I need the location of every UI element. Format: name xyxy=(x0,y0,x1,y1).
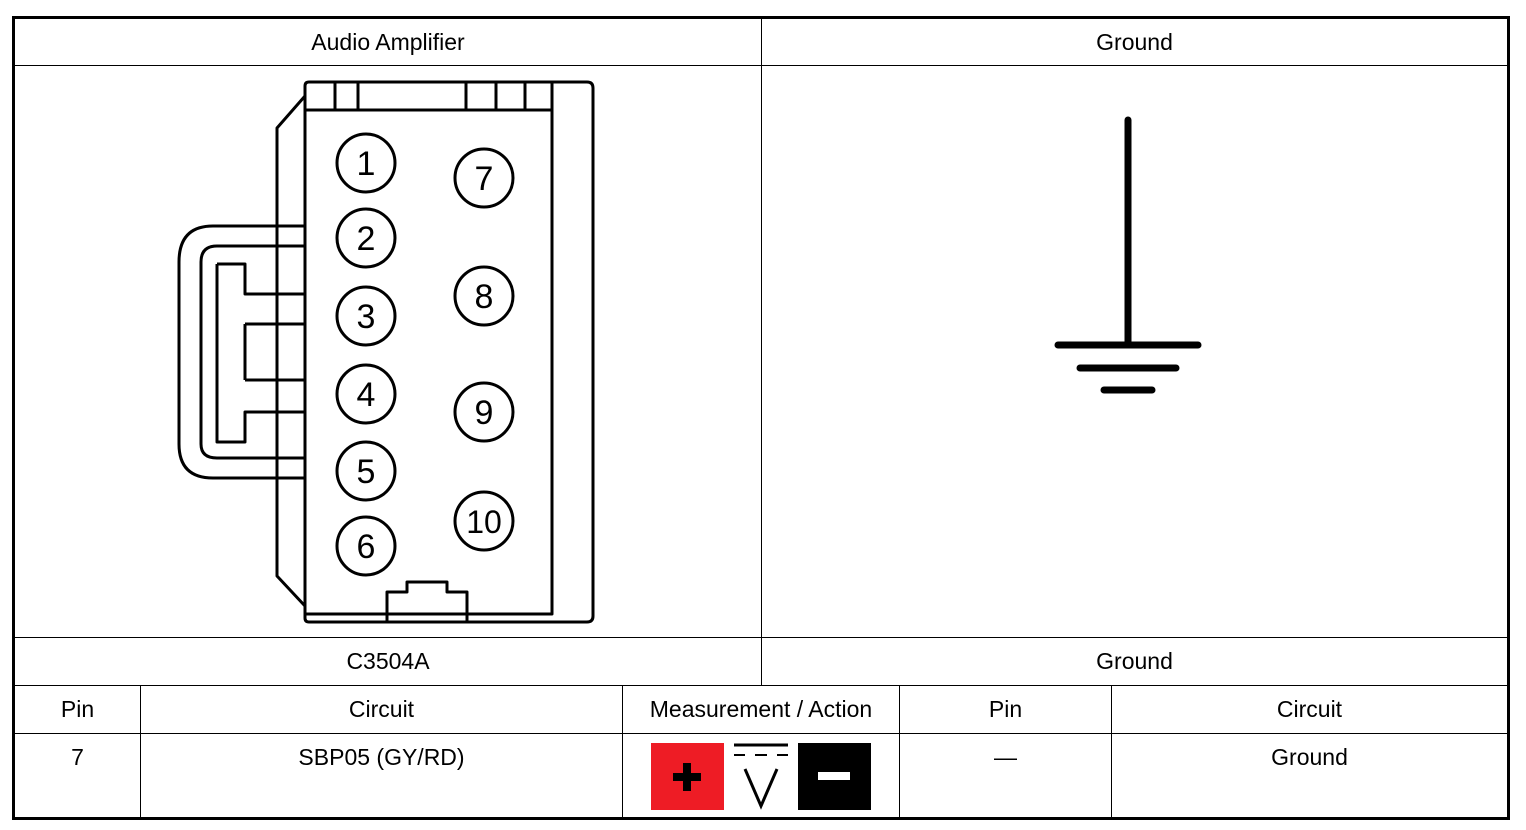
left-panel-title: Audio Amplifier xyxy=(311,28,465,55)
pin-label: 5 xyxy=(357,453,376,491)
header-measurement: Measurement / Action xyxy=(649,696,873,722)
positive-lead-icon xyxy=(651,743,724,810)
negative-lead-icon xyxy=(798,743,871,810)
pin-label: 8 xyxy=(475,278,494,316)
pin-cavities xyxy=(335,132,515,577)
pinout-table: Audio Amplifier Ground xyxy=(12,16,1510,820)
header-circuit-2: Circuit xyxy=(1276,696,1343,722)
pin-2-cavity xyxy=(335,207,397,269)
pin-label: 2 xyxy=(357,220,376,258)
header-pin-2: Pin xyxy=(988,696,1023,722)
pin-9-cavity xyxy=(453,381,515,443)
right-panel-title: Ground xyxy=(1096,28,1173,55)
pin-7-cavity xyxy=(453,147,515,209)
pin-label: 1 xyxy=(357,145,376,183)
header-circuit: Circuit xyxy=(348,696,415,722)
pin-label: 3 xyxy=(357,298,376,336)
pin-5-cavity xyxy=(335,440,397,502)
pin-1-cavity xyxy=(335,132,397,194)
pin-label: 6 xyxy=(357,528,376,566)
divider xyxy=(1111,685,1112,817)
measurement-icons xyxy=(651,743,871,810)
divider xyxy=(761,19,762,686)
pin-label: 7 xyxy=(475,160,494,198)
row-circuit-2: Ground xyxy=(1271,744,1348,770)
ground-symbol-icon xyxy=(1054,116,1202,394)
row-measurement xyxy=(623,734,899,817)
row-pin: 7 xyxy=(71,744,84,770)
divider xyxy=(140,685,141,817)
divider xyxy=(899,685,900,817)
header-pin: Pin xyxy=(60,696,95,722)
dc-voltage-icon xyxy=(734,743,788,810)
ground-id: Ground xyxy=(1096,648,1173,674)
pin-6-cavity xyxy=(335,515,397,577)
pin-4-cavity xyxy=(335,363,397,425)
row-pin-2: — xyxy=(994,744,1017,770)
connector-face-diagram: 1 2 3 4 5 6 7 8 9 10 xyxy=(177,80,595,624)
row-circuit: SBP05 (GY/RD) xyxy=(298,744,465,770)
pin-8-cavity xyxy=(453,265,515,327)
connector-id: C3504A xyxy=(346,648,430,674)
pin-10-cavity xyxy=(453,490,515,552)
divider xyxy=(622,685,623,817)
pin-label: 10 xyxy=(466,504,502,540)
pin-label: 4 xyxy=(357,376,376,414)
pin-label: 9 xyxy=(475,394,494,432)
pin-3-cavity xyxy=(335,285,397,347)
divider xyxy=(15,733,1507,734)
